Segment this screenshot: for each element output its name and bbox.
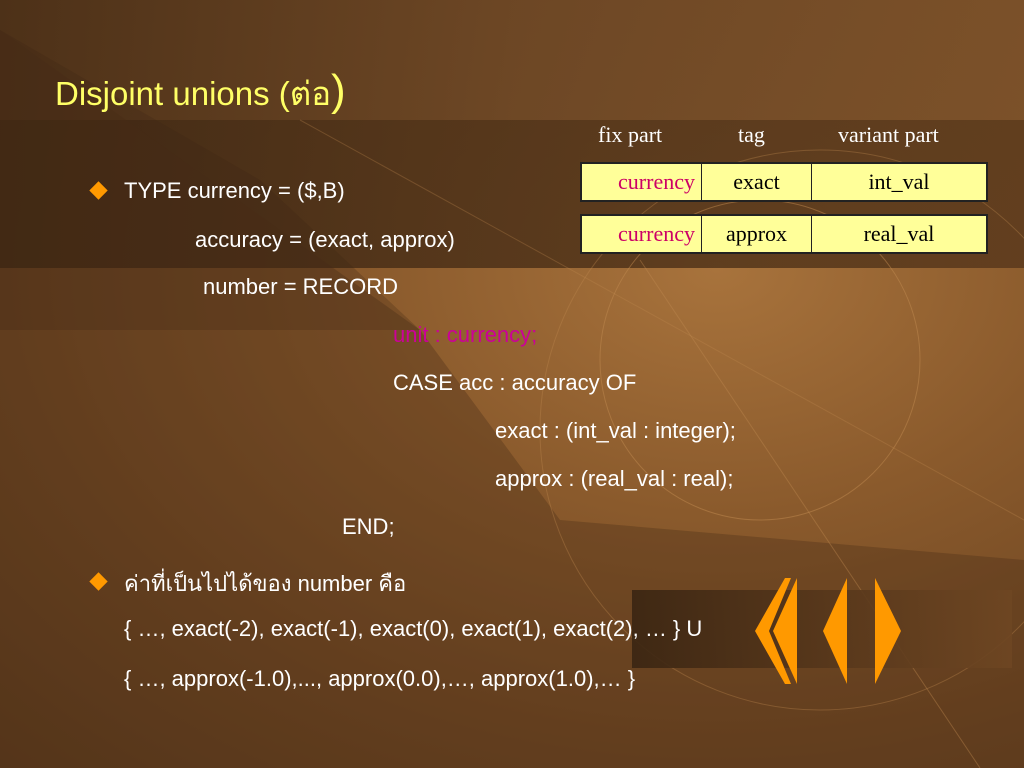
tag-cell: approx [702, 216, 812, 252]
top-background-band [0, 0, 1024, 120]
code-line-exact: exact : (int_val : integer); [495, 418, 736, 443]
code-line-unit: unit : currency; [393, 322, 538, 347]
chevron-left-icon [823, 578, 847, 684]
code-line-end: END; [342, 514, 395, 539]
table-row: currency exact int_val [580, 162, 988, 202]
chevron-left-icon [773, 578, 797, 684]
variant-part-cell: real_val [863, 221, 935, 246]
code-line-accuracy: accuracy = (exact, approx) [195, 227, 455, 252]
decorative-band [632, 590, 1012, 668]
code-line-type: TYPE currency = ($,B) [124, 178, 345, 203]
table-header-fix-part: fix part [598, 122, 663, 147]
tag-cell: exact [702, 164, 812, 200]
code-line-record: number = RECORD [203, 274, 399, 299]
slide-title: Disjoint unions (ต่อ) [55, 66, 346, 115]
table-row: currency approx real_val [580, 214, 988, 254]
table-header-variant-part: variant part [838, 122, 939, 147]
code-line-case: CASE acc : accuracy OF [393, 370, 637, 395]
chevron-right-icon [875, 578, 901, 684]
chevron-decoration [755, 578, 901, 684]
approx-value-set: { …, approx(-1.0),..., approx(0.0),…, ap… [124, 666, 636, 691]
chevron-left-icon [755, 578, 791, 684]
fix-part-cell: currency [582, 216, 702, 252]
variant-part-cell: int_val [868, 169, 930, 194]
exact-value-set: { …, exact(-2), exact(-1), exact(0), exa… [124, 616, 703, 641]
possible-values-heading: ค่าที่เป็นไปได้ของ number คือ [124, 571, 407, 596]
code-line-approx: approx : (real_val : real); [495, 466, 734, 491]
table-header-tag: tag [738, 122, 765, 147]
fix-part-cell: currency [582, 164, 702, 200]
